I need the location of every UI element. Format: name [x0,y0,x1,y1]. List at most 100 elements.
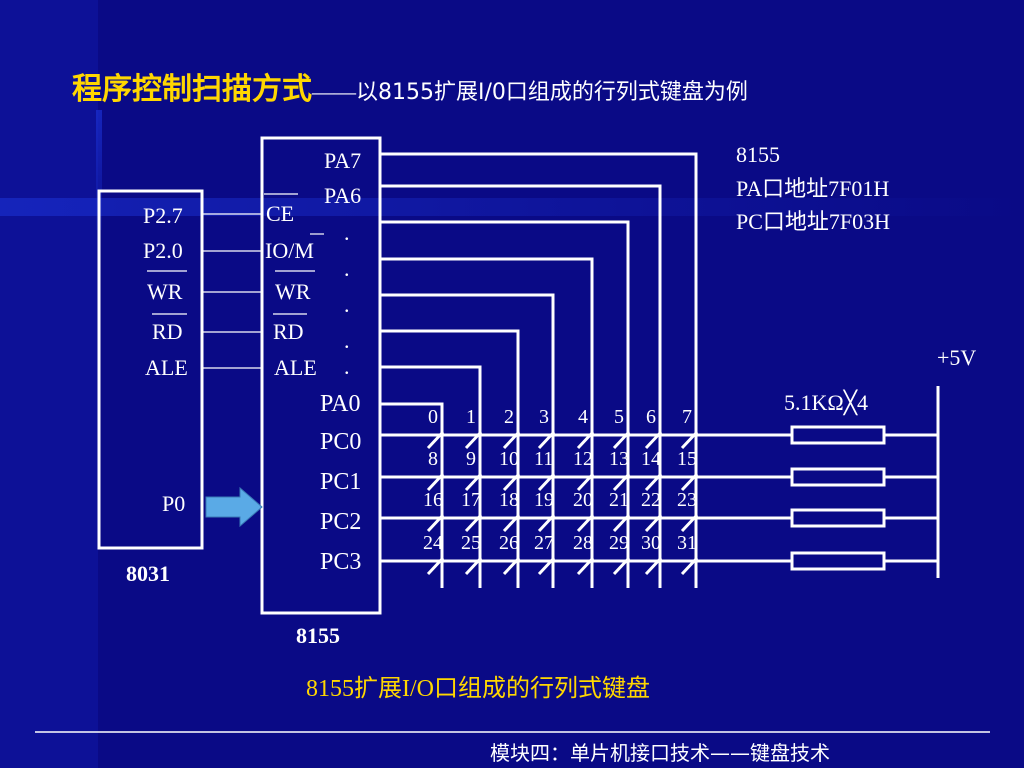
key-switch [612,513,631,533]
key-switch [680,430,699,450]
key-switch [426,472,445,492]
key-switch [426,513,445,533]
address-note-pa: PA口地址7F01H [736,176,890,201]
key-switches [426,430,699,576]
chip-8031-box [97,189,204,550]
pin-dot: . [344,292,350,317]
key-number: 22 [641,489,661,511]
key-switch [537,472,556,492]
key-number: 11 [534,448,554,470]
data-bus-arrow-icon [205,486,263,528]
key-number: 10 [499,448,519,470]
pin-rd-8155: RD [273,319,304,344]
title-main: 程序控制扫描方式 [72,72,312,107]
key-number: 28 [573,532,593,554]
pin-pa6: PA6 [324,183,362,208]
key-switch [576,430,595,450]
chip-8155-label: 8155 [296,623,340,648]
page-title: 程序控制扫描方式——以8155扩展I/0口组成的行列式键盘为例 [72,64,748,108]
pullup-resistors [790,425,886,571]
key-number: 7 [682,406,692,428]
key-number: 18 [499,489,519,511]
footer-module: 模块四：单片机接口技术——键盘技术 [490,741,830,765]
key-number: 20 [573,489,593,511]
key-number: 6 [646,406,656,428]
address-note-chip: 8155 [736,142,780,167]
key-switch [680,513,699,533]
pin-p2-7: P2.7 [143,203,183,228]
key-switch [464,472,483,492]
pin-ale-8031: ALE [145,355,188,380]
key-switch [576,513,595,533]
key-number: 13 [609,448,629,470]
chip-8031-label: 8031 [126,561,170,586]
resistor-label: 5.1KΩ╳4 [784,390,868,415]
diagram-caption: 8155扩展I/O口组成的行列式键盘 [306,676,650,702]
key-number: 12 [573,448,593,470]
key-switch [502,430,521,450]
key-switch [537,430,556,450]
key-switch [680,472,699,492]
key-number: 21 [609,489,629,511]
pin-ale-8155: ALE [274,355,317,380]
key-number: 27 [534,532,554,554]
pin-dot: . [344,256,350,281]
key-switch [612,472,631,492]
vcc-label: +5V [937,345,977,370]
title-sub: 以8155扩展I/0口组成的行列式键盘为例 [356,80,748,105]
key-switch [537,513,556,533]
key-switch [502,472,521,492]
key-number: 2 [504,406,514,428]
column-wires [380,152,698,588]
pin-pc1: PC1 [320,469,362,495]
key-switch [426,430,445,450]
key-switch [644,513,663,533]
pin-ce: CE [266,201,295,226]
pin-p0: P0 [162,491,186,516]
key-switch [680,556,699,576]
key-number: 19 [534,489,554,511]
pin-wr-8155: WR [275,279,311,304]
key-number: 9 [466,448,476,470]
pin-pa7: PA7 [324,148,362,173]
pin-dot: . [344,220,350,245]
control-bus-wires [202,213,262,369]
key-switch [502,513,521,533]
pin-dot: . [344,354,350,379]
key-number: 5 [614,406,624,428]
key-switch [576,556,595,576]
key-switch [464,556,483,576]
pin-pc0: PC0 [320,429,362,455]
key-number: 24 [423,532,443,554]
key-switch [612,430,631,450]
key-switch [426,556,445,576]
key-number: 25 [461,532,481,554]
chip-8155-box [260,136,382,615]
key-switch [644,472,663,492]
key-switch [464,430,483,450]
key-switch [502,556,521,576]
pin-pc3: PC3 [320,549,362,575]
address-note-pc: PC口地址7F03H [736,209,891,234]
key-switch [644,556,663,576]
title-dash: —— [312,79,356,104]
key-number: 3 [539,406,549,428]
key-number: 8 [428,448,438,470]
key-number: 17 [461,489,481,511]
overbars [147,193,324,315]
key-number: 31 [677,532,697,554]
key-number: 16 [423,489,443,511]
pin-wr-8031: WR [147,279,183,304]
key-number: 4 [578,406,588,428]
key-number: 30 [641,532,661,554]
key-number: 26 [499,532,519,554]
pin-io-m: IO/M [265,238,314,263]
key-number: 23 [677,489,697,511]
key-switch [576,472,595,492]
pin-p2-0: P2.0 [143,238,183,263]
key-switch [644,430,663,450]
key-number: 1 [466,406,476,428]
pin-pa0: PA0 [320,391,361,417]
